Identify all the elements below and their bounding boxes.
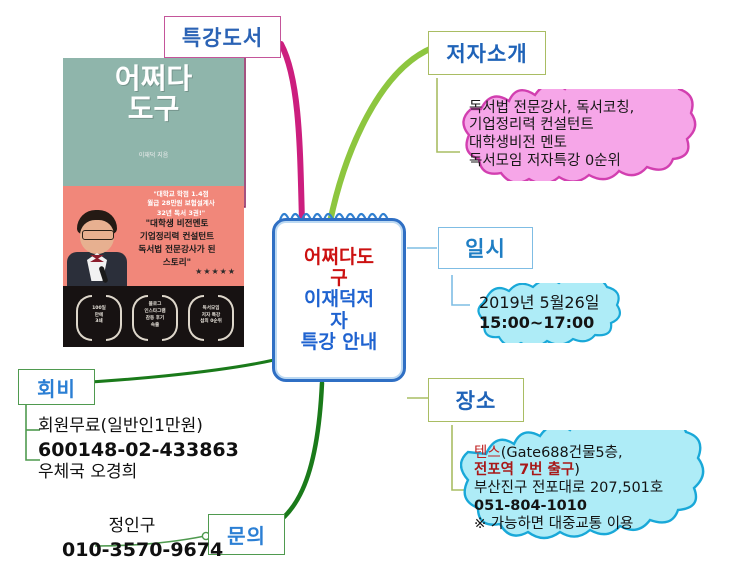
book-badge-3: 독서모임 저자 특강 섭외 0순위 xyxy=(185,290,237,342)
contact-text-block: 정인구 010-3570-9674 xyxy=(62,516,224,562)
fee-line-2: 600148-02-433863 xyxy=(38,438,239,461)
place-line-3: 부산진구 전포대로 207,501호 xyxy=(474,480,664,497)
branch-label-fee[interactable]: 회비 xyxy=(18,369,95,405)
book-author-credit: 이재덕 지음 xyxy=(138,152,169,159)
author-photo xyxy=(65,208,129,286)
date-line-1: 2019년 5월26일 xyxy=(479,293,600,313)
place-line-4: 051-804-1010 xyxy=(474,497,587,514)
center-line-4: 자 xyxy=(330,309,348,332)
contact-phone: 010-3570-9674 xyxy=(62,538,224,561)
wire-author xyxy=(327,45,435,225)
center-node[interactable]: 어쩌다도 구 이재덕저 자 특강 안내 xyxy=(272,218,406,382)
book-badge-2: 블로그 인스타그램 감동 후기 속출 xyxy=(129,290,181,342)
author-bubble-shape xyxy=(462,89,697,181)
fee-line-3: 우체국 오경희 xyxy=(38,462,138,483)
book-big-quote: "대학생 비전멘토 기업정리력 컨설턴트 독서법 전문강사가 된 스토리" xyxy=(138,219,216,268)
place-bubble: 텐스(Gate688건물5층, 전포역 7번 출구) 부산진구 전포대로 207… xyxy=(460,430,740,548)
author-intro-line-4: 독서모임 저자특강 0순위 xyxy=(469,152,621,169)
date-line-2: 15:00~17:00 xyxy=(479,313,595,332)
fee-text-block: 회원무료(일반인1만원) 600148-02-433863 우체국 오경희 xyxy=(38,416,239,484)
date-bubble-shape xyxy=(477,283,621,343)
place-line-5: ※ 가능하면 대중교통 이용 xyxy=(474,515,634,532)
author-intro-bubble: 독서법 전문강사, 독서코칭, 기업정리력 컨설턴트 대학생비전 멘토 독서모임… xyxy=(455,89,735,181)
contact-name: 정인구 xyxy=(108,516,156,536)
center-line-5: 특강 안내 xyxy=(300,330,378,353)
branch-label-book[interactable]: 특강도서 xyxy=(164,16,281,58)
author-intro-line-1: 독서법 전문강사, 독서코칭, xyxy=(469,99,635,116)
author-intro-line-3: 대학생비전 멘토 xyxy=(469,135,567,151)
book-cover-image: 어쩌다 도구 이재덕 지음 "대학교 학점 1.4점 월급 28만원 보험설계사… xyxy=(63,58,244,347)
wire-book xyxy=(278,41,305,225)
branch-label-contact[interactable]: 문의 xyxy=(208,514,285,555)
place-bubble-shape xyxy=(460,430,705,540)
center-line-1: 어쩌다도 xyxy=(304,245,374,268)
book-badge-1: 100일 만에 3쇄 xyxy=(73,290,125,342)
place-line-2: 전포역 7번 출구) xyxy=(474,462,580,479)
branch-label-author[interactable]: 저자소개 xyxy=(428,31,546,75)
book-title: 어쩌다 도구 xyxy=(114,62,193,126)
author-intro-line-2: 기업정리력 컨설턴트 xyxy=(469,117,594,134)
branch-label-place[interactable]: 장소 xyxy=(428,378,524,422)
book-cover-top-band xyxy=(63,58,244,186)
book-star-rating: ★★★★★ xyxy=(195,267,236,276)
fee-line-1: 회원무료(일반인1만원) xyxy=(38,416,203,436)
center-line-2: 구 xyxy=(330,267,348,290)
date-bubble: 2019년 5월26일 15:00~17:00 xyxy=(465,283,655,343)
book-cover-bottom-band xyxy=(63,286,244,347)
center-line-3: 이재덕저 xyxy=(304,288,374,311)
branch-label-date[interactable]: 일시 xyxy=(438,227,533,269)
place-line-1: 텐스(Gate688건물5층, xyxy=(474,444,623,461)
book-small-quote: "대학교 학점 1.4점 월급 28만원 보험설계사 32년 독서 3권!" xyxy=(147,190,215,217)
